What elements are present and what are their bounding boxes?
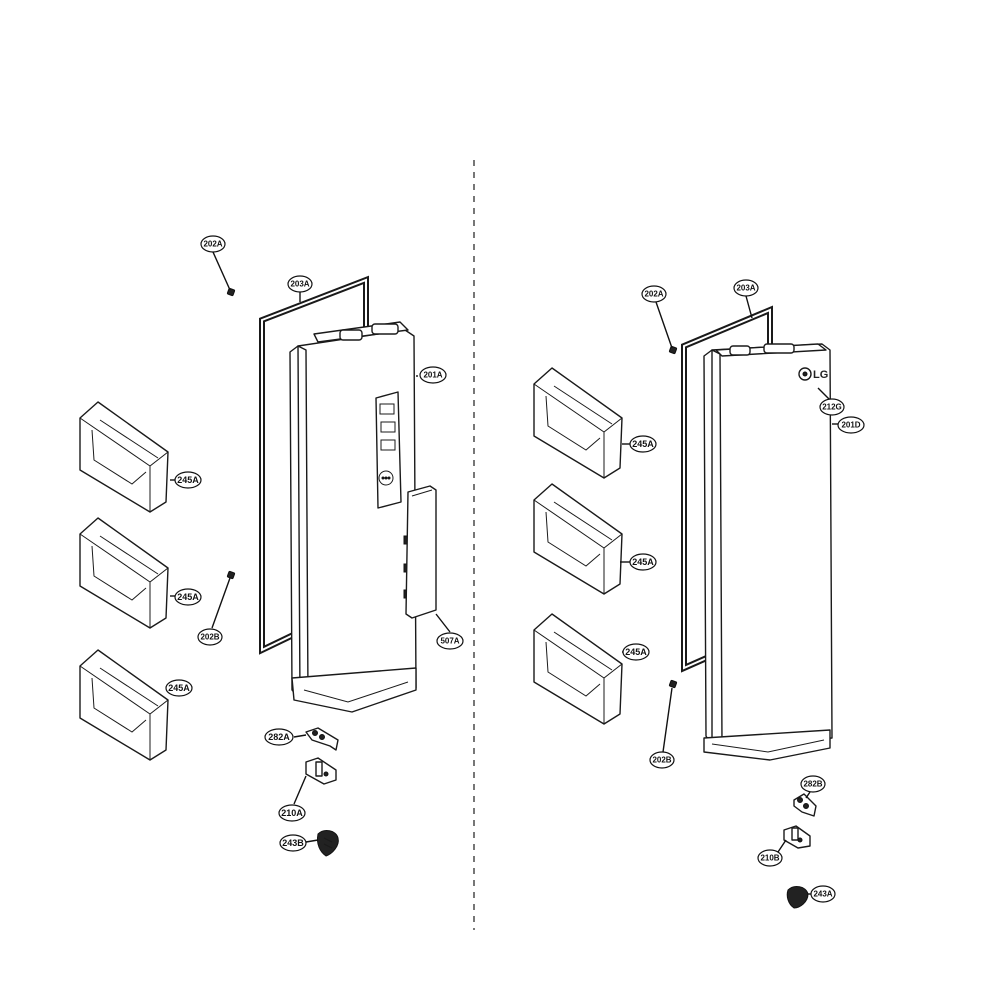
left-stopper <box>317 830 339 857</box>
callout-left-hinge: 210A <box>278 804 306 822</box>
callout-right-cap-bottom: 202B <box>649 751 675 769</box>
callout-label: 202B <box>652 756 671 765</box>
callout-left-cap-top: 202A <box>200 235 226 253</box>
right-door: LG <box>703 343 833 761</box>
left-cap-top <box>226 287 236 297</box>
callout-right-logo: 212G <box>819 398 845 416</box>
dispenser-panel <box>375 391 402 509</box>
callout-right-cap-top: 202A <box>641 285 667 303</box>
callout-left-basket-3: 245A <box>165 679 193 697</box>
leader-lines <box>166 251 838 895</box>
callout-label: 245A <box>168 683 190 693</box>
callout-label: 245A <box>177 592 199 602</box>
callout-label: 201A <box>423 371 442 380</box>
callout-label: 202A <box>644 290 663 299</box>
callout-label: 282A <box>268 732 290 742</box>
callout-right-basket-3: 245A <box>622 643 650 661</box>
left-door <box>289 321 417 713</box>
callout-label: 245A <box>632 439 654 449</box>
callout-right-hinge-bracket: 282B <box>800 775 826 793</box>
right-door-basket-2 <box>533 483 623 595</box>
left-door-assembly <box>79 275 437 857</box>
callout-label: 212G <box>822 403 842 412</box>
callout-left-hinge-bracket: 282A <box>264 728 294 746</box>
callout-label: 282B <box>803 780 822 789</box>
callout-label: 245A <box>625 647 647 657</box>
left-door-basket-1 <box>79 401 169 513</box>
right-cap-top <box>668 345 678 355</box>
right-lg-logo: LG <box>798 367 828 381</box>
left-hinge-bracket <box>305 727 339 751</box>
lg-logo-text: LG <box>813 369 828 381</box>
callout-label: 201D <box>841 421 860 430</box>
callout-right-door: 201D <box>837 416 865 434</box>
callout-left-gasket: 203A <box>287 275 313 293</box>
right-door-basket-3 <box>533 613 623 725</box>
right-stopper <box>786 886 809 909</box>
left-cap-bottom <box>226 570 236 580</box>
callout-label: 202B <box>200 633 219 642</box>
callout-label: 210A <box>281 808 303 818</box>
callout-right-stopper: 243A <box>810 885 836 903</box>
left-door-basket-2 <box>79 517 169 629</box>
callout-left-cap-bottom: 202B <box>197 628 223 646</box>
callout-label: 203A <box>736 284 755 293</box>
left-door-basket-3 <box>79 649 169 761</box>
left-hinge <box>305 757 337 785</box>
callout-label: 245A <box>632 557 654 567</box>
callout-label: 210B <box>760 854 779 863</box>
callout-right-hinge: 210B <box>757 849 783 867</box>
callout-right-gasket: 203A <box>733 279 759 297</box>
right-cap-bottom <box>668 679 678 689</box>
callout-label: 243A <box>813 890 832 899</box>
callout-label: 202A <box>203 240 222 249</box>
callout-right-basket-1: 245A <box>629 435 657 453</box>
callout-left-cover: 507A <box>436 632 464 650</box>
callout-left-door: 201A <box>419 366 447 384</box>
right-door-basket-1 <box>533 367 623 479</box>
left-dispenser-cover <box>405 485 437 619</box>
callout-label: 507A <box>440 637 459 646</box>
callout-left-basket-2: 245A <box>174 588 202 606</box>
callout-left-stopper: 243B <box>279 834 307 852</box>
callout-label: 243B <box>282 838 304 848</box>
callout-right-basket-2: 245A <box>629 553 657 571</box>
callout-label: 203A <box>290 280 309 289</box>
right-hinge-bracket <box>793 793 817 817</box>
callout-label: 245A <box>177 475 199 485</box>
right-hinge <box>783 825 811 849</box>
callout-left-basket-1: 245A <box>174 471 202 489</box>
right-door-assembly: LG <box>533 305 833 909</box>
